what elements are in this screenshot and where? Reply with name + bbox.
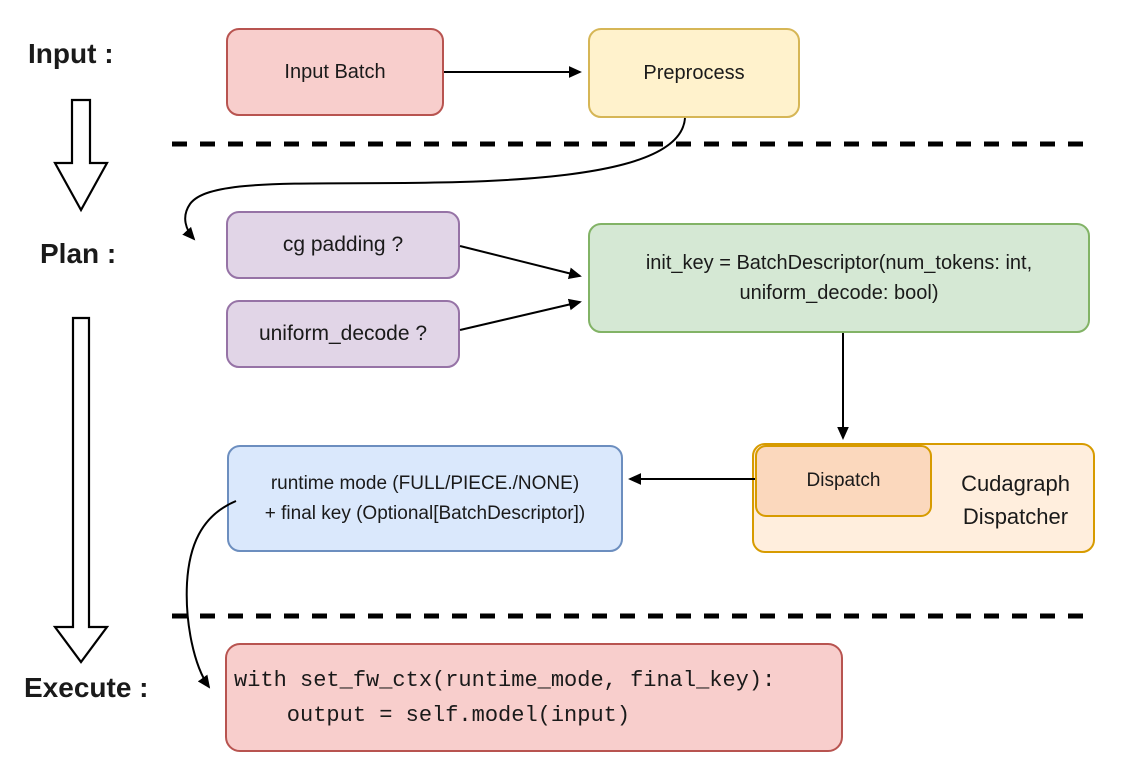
node-init-key: init_key = BatchDescriptor(num_tokens: i…: [588, 223, 1090, 333]
node-uniform-decode-label: uniform_decode ?: [258, 321, 428, 345]
runtime-mode-line2: + final key (Optional[BatchDescriptor]): [264, 502, 586, 524]
node-cg-padding: cg padding ?: [226, 211, 460, 279]
node-preprocess-label: Preprocess: [643, 61, 745, 84]
section-label-execute: Execute :: [24, 672, 149, 703]
node-runtime-mode: runtime mode (FULL/PIECE./NONE) + final …: [227, 445, 623, 552]
node-input-batch-label: Input Batch: [284, 60, 386, 83]
node-execute-code: with set_fw_ctx(runtime_mode, final_key)…: [225, 643, 843, 752]
cudagraph-label-line2: Dispatcher: [962, 504, 1069, 529]
node-input-batch: Input Batch: [226, 28, 444, 116]
node-cg-padding-label: cg padding ?: [282, 232, 404, 256]
node-init-key-line1: init_key = BatchDescriptor(num_tokens: i…: [645, 252, 1033, 274]
section-label-input: Input :: [28, 38, 114, 69]
node-dispatch-label: Dispatch: [806, 470, 881, 492]
connector-uniformdecode-initkey: [459, 298, 582, 331]
node-init-key-line2: uniform_decode: bool): [739, 282, 939, 304]
cudagraph-label-line1: Cudagraph: [961, 471, 1070, 496]
node-dispatch: Dispatch: [755, 445, 932, 517]
input-to-plan-arrow: [53, 98, 109, 213]
node-preprocess: Preprocess: [588, 28, 800, 118]
runtime-mode-line1: runtime mode (FULL/PIECE./NONE): [270, 472, 580, 494]
execute-code-line1: with set_fw_ctx(runtime_mode, final_key)…: [234, 667, 776, 693]
node-uniform-decode: uniform_decode ?: [226, 300, 460, 368]
section-label-plan: Plan :: [40, 238, 117, 269]
node-cudagraph-dispatcher-label: Cudagraph Dispatcher: [934, 445, 1097, 555]
plan-to-execute-arrow: [52, 316, 110, 664]
connector-cgpadding-initkey: [459, 245, 582, 279]
execute-code-line2: output = self.model(input): [234, 702, 631, 728]
